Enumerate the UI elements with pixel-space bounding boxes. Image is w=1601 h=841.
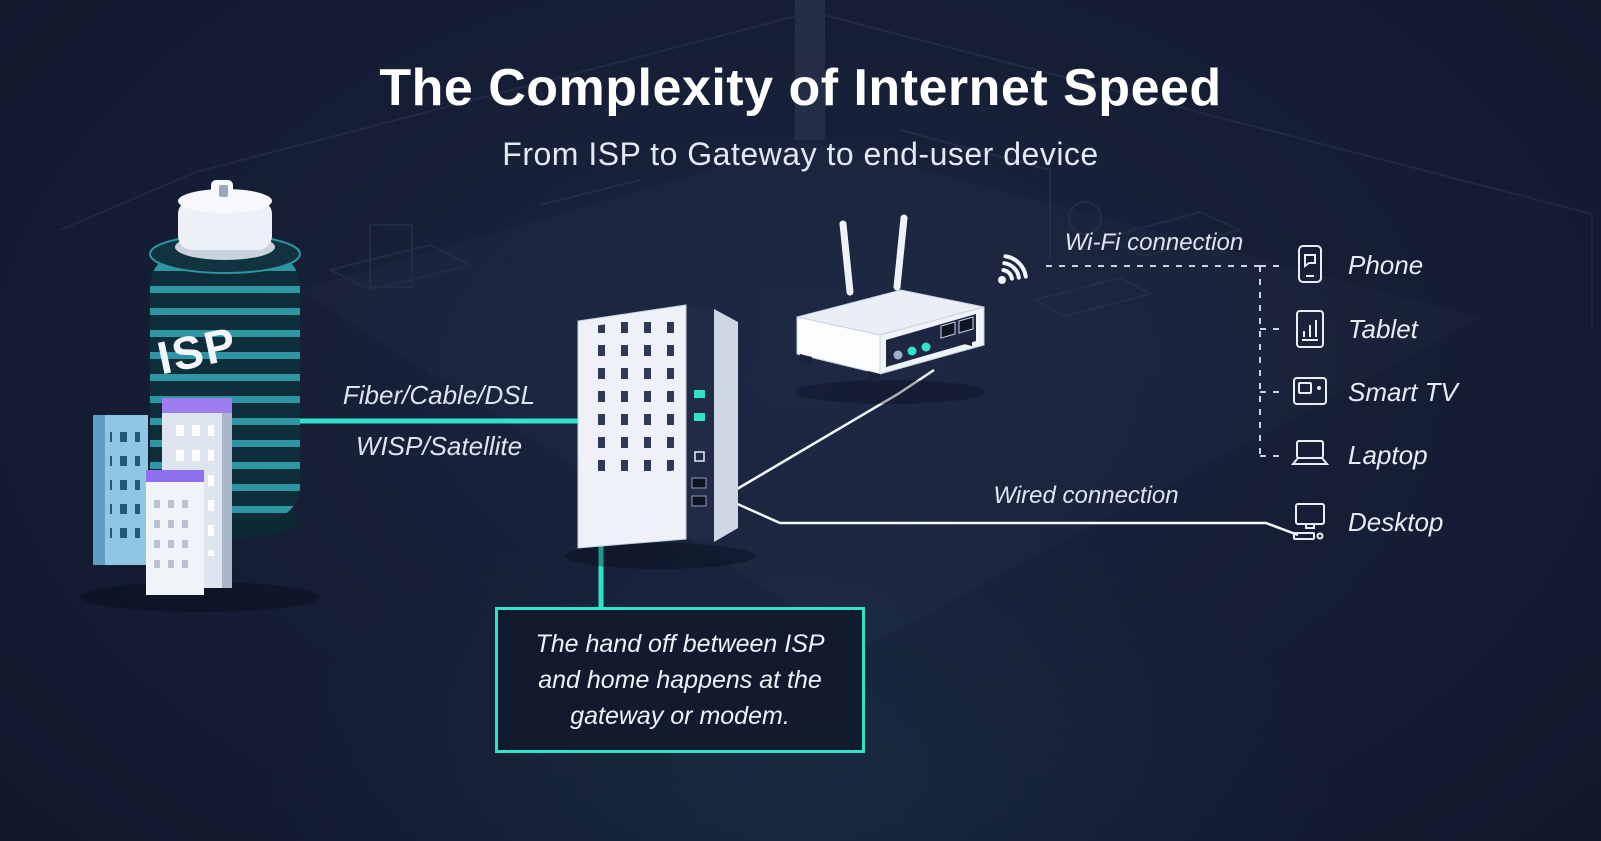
router-status-lights <box>893 316 974 360</box>
wifi-signal-icon <box>998 254 1028 284</box>
page-title: The Complexity of Internet Speed <box>379 59 1222 117</box>
antenna-icon <box>839 214 908 296</box>
modem-status-leds <box>691 390 707 507</box>
wired-connection-line <box>723 496 1299 537</box>
device-label: Laptop <box>1348 439 1428 470</box>
device-row-tablet: Tablet <box>1288 307 1418 351</box>
device-label: Tablet <box>1348 313 1418 344</box>
isp-link-label-top: Fiber/Cable/DSL <box>342 380 536 410</box>
modem-router-cable <box>736 368 935 491</box>
device-row-phone: Phone <box>1288 243 1423 287</box>
callout-text: The hand off between ISP and home happen… <box>535 629 825 731</box>
isp-building: ISP <box>80 180 320 612</box>
wired-connection-label: Wired connection <box>993 482 1179 509</box>
phone-icon <box>1298 245 1322 283</box>
laptop-icon <box>1290 440 1330 465</box>
wifi-router <box>795 214 985 404</box>
isp-link-label-bottom: WISP/Satellite <box>355 431 523 461</box>
gateway-modem <box>565 304 755 569</box>
callout-box: The hand off between ISP and home happen… <box>495 607 865 753</box>
device-label: Phone <box>1348 249 1424 280</box>
device-label: Smart TV <box>1348 376 1458 407</box>
modem-vents <box>594 313 678 481</box>
wifi-connection-line <box>1046 265 1284 457</box>
smart-tv-icon <box>1293 377 1327 405</box>
device-label: Desktop <box>1348 506 1444 537</box>
device-row-smart-tv: Smart TV <box>1288 370 1458 414</box>
floorplan-backdrop <box>59 0 1593 330</box>
device-row-desktop: Desktop <box>1288 500 1443 544</box>
wifi-connection-label: Wi-Fi connection <box>1064 229 1244 256</box>
desktop-icon <box>1293 503 1325 540</box>
page-subtitle: From ISP to Gateway to end-user device <box>502 136 1099 172</box>
city-buildings <box>93 398 232 595</box>
tablet-icon <box>1296 310 1324 348</box>
device-row-laptop: Laptop <box>1288 433 1428 477</box>
